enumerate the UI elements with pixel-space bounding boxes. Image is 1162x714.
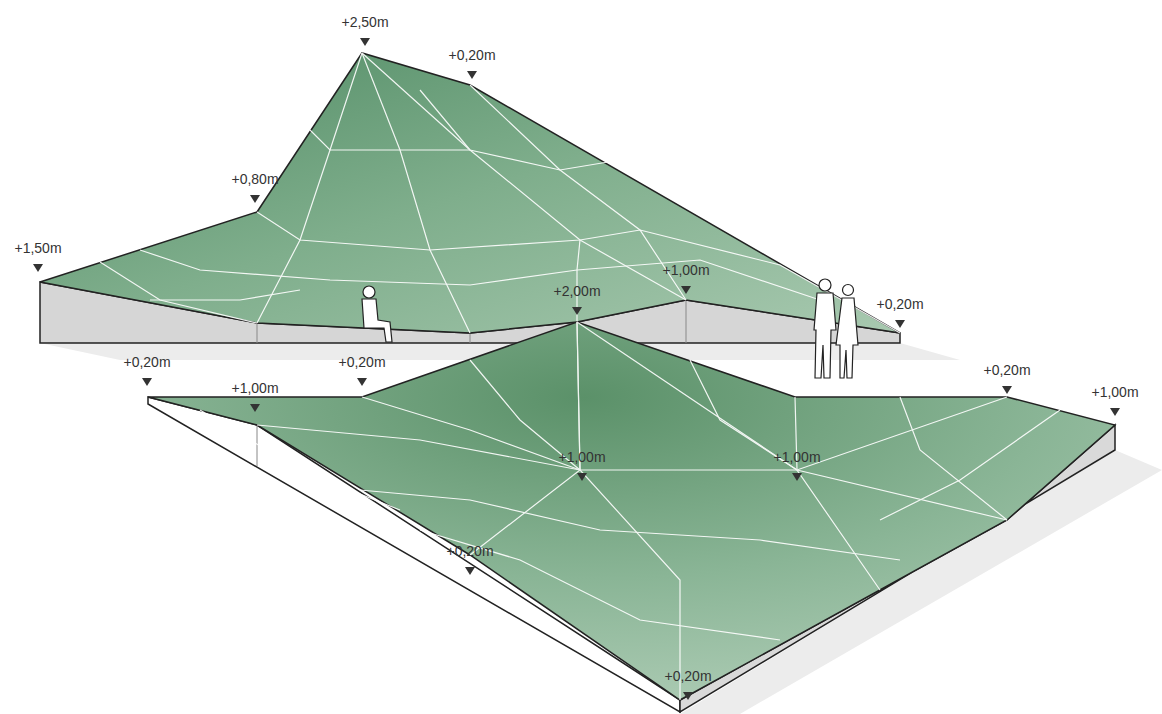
level-label: +0,80m (231, 171, 278, 187)
level-label: +0,20m (664, 668, 711, 684)
level-label: +0,20m (338, 354, 385, 370)
level-label: +0,20m (448, 47, 495, 63)
level-label: +1,00m (662, 262, 709, 278)
level-label: +2,00m (553, 283, 600, 299)
level-label: +1,00m (231, 380, 278, 396)
level-label: +0,20m (446, 543, 493, 559)
level-label: +1,50m (14, 240, 61, 256)
level-label: +2,50m (341, 14, 388, 30)
level-label: +0,20m (983, 362, 1030, 378)
level-label: +1,00m (773, 449, 820, 465)
level-label: +0,20m (876, 296, 923, 312)
level-label: +0,20m (123, 354, 170, 370)
level-label: +1,00m (1091, 384, 1138, 400)
level-label: +1,00m (558, 449, 605, 465)
